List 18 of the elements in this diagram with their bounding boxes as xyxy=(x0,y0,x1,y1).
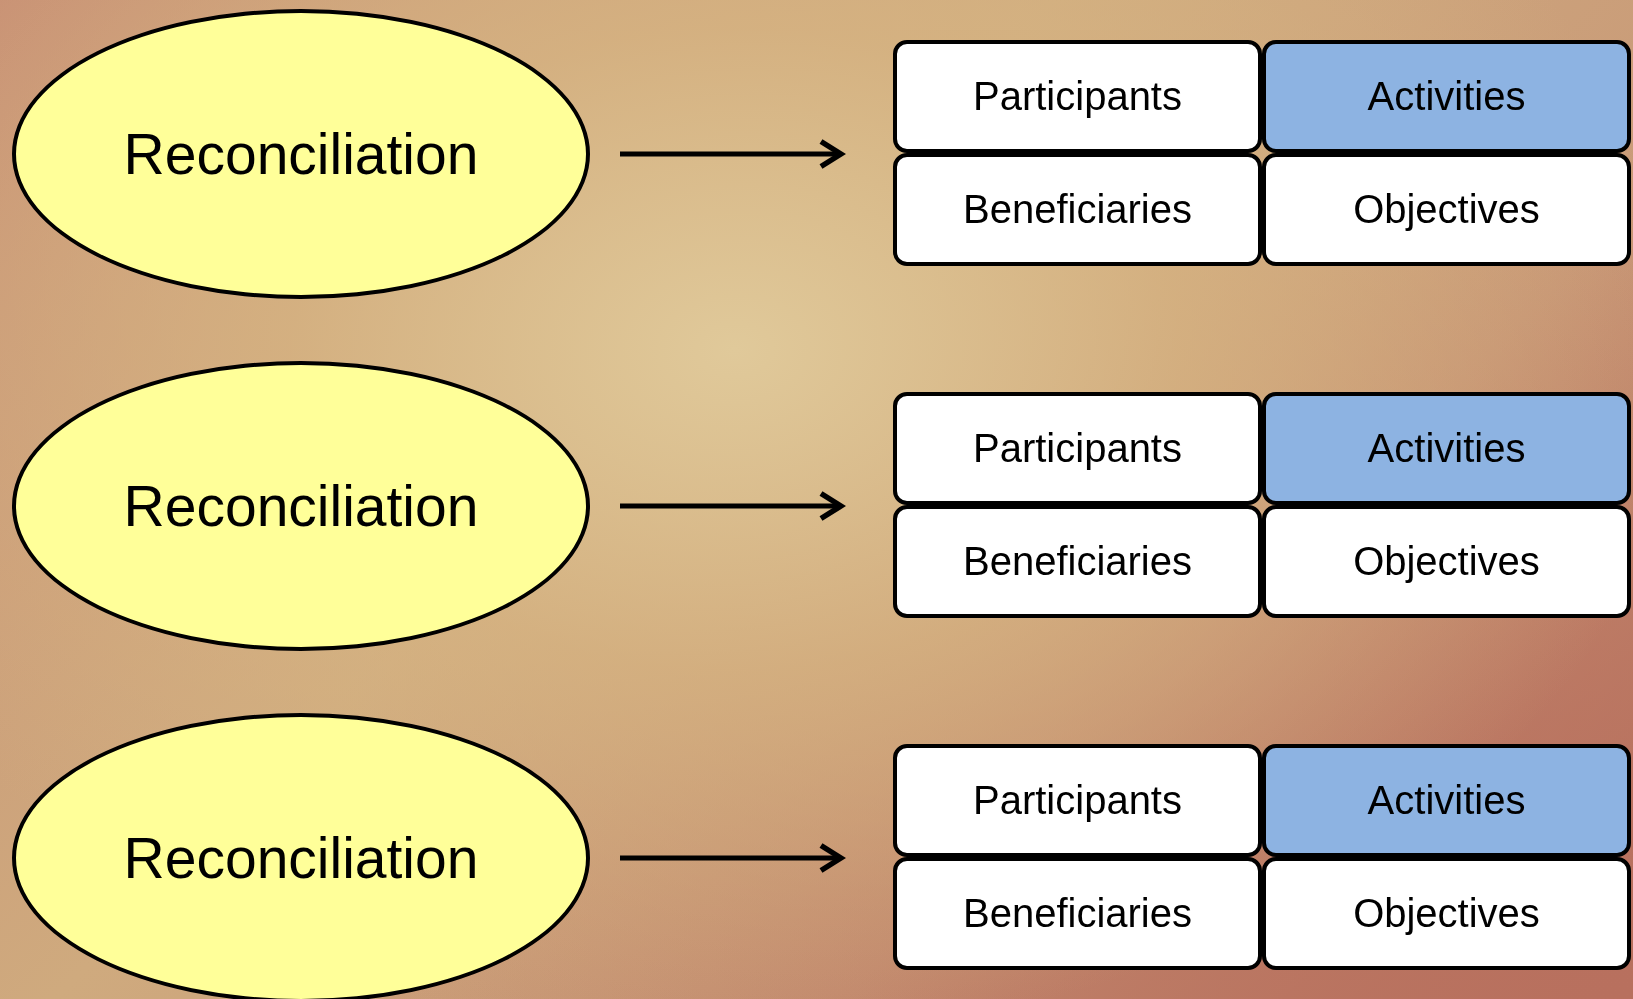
node-label: Participants xyxy=(973,74,1182,119)
node-label: Objectives xyxy=(1353,891,1540,936)
arrow xyxy=(620,138,844,170)
node-label: Reconciliation xyxy=(123,473,479,539)
node-label: Reconciliation xyxy=(123,825,479,891)
arrow xyxy=(620,842,844,874)
node-label: Participants xyxy=(973,778,1182,823)
node-label: Objectives xyxy=(1353,539,1540,584)
arrow xyxy=(620,490,844,522)
node-label: Activities xyxy=(1367,426,1526,471)
node-label: Participants xyxy=(973,426,1182,471)
node-label: Objectives xyxy=(1353,187,1540,232)
node-label: Beneficiaries xyxy=(963,187,1192,232)
node-label: Beneficiaries xyxy=(963,539,1192,584)
node-label: Activities xyxy=(1367,74,1526,119)
node-label: Activities xyxy=(1367,778,1526,823)
node-label: Reconciliation xyxy=(123,121,479,187)
node-label: Beneficiaries xyxy=(963,891,1192,936)
